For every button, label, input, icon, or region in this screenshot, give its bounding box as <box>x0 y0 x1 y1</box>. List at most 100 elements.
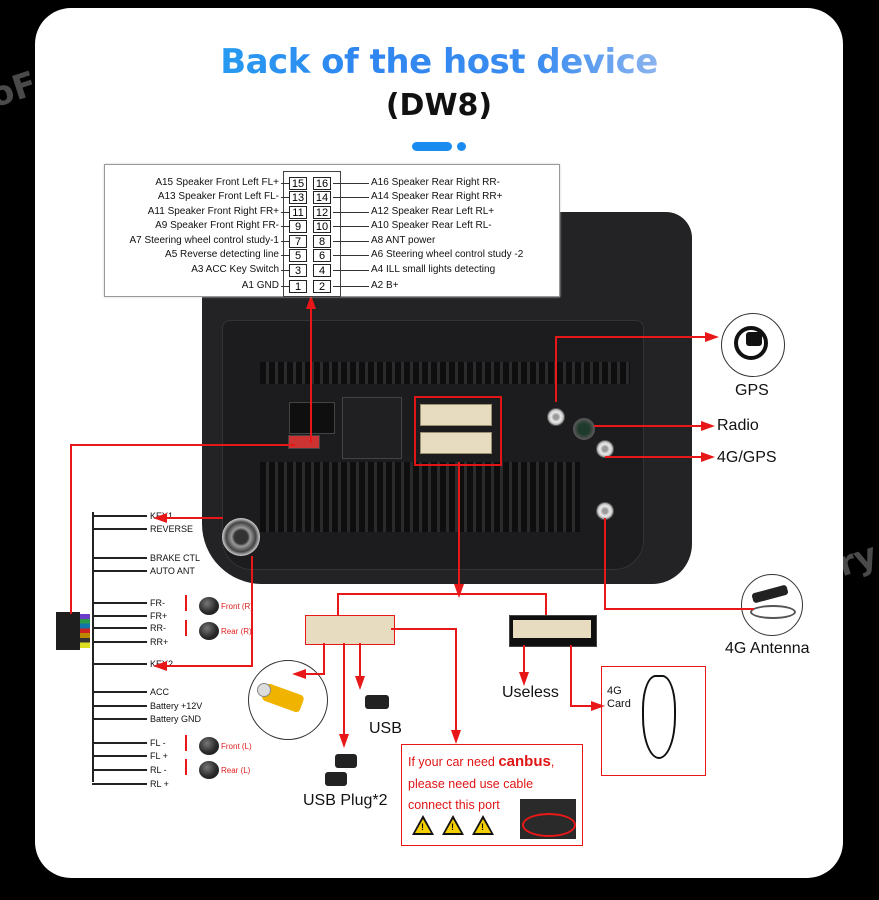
rca-camera-image <box>248 660 328 740</box>
pin-number: 8 <box>313 235 331 248</box>
diagram-card: Back of the host device (DW8) A15 Speake… <box>35 8 843 878</box>
canbus-port-photo <box>520 799 576 839</box>
camera-line-h <box>303 673 325 675</box>
harness-wire-line <box>92 769 147 771</box>
usb-plug-line <box>343 643 345 738</box>
canbus-line1-suffix: , <box>550 755 555 769</box>
warning-icon: ! <box>412 815 434 835</box>
main-connector-upper <box>420 404 492 426</box>
harness-wire-line <box>92 742 147 744</box>
4g-antenna-line-h <box>604 608 754 610</box>
arrow-right-icon <box>705 332 719 342</box>
4g-card-line-v <box>570 645 572 707</box>
harness-wire-label: RR- <box>150 623 166 633</box>
title-underline-pill <box>412 142 452 151</box>
arrow-down-icon <box>339 734 349 748</box>
pinout-label-left: A15 Speaker Front Left FL+ <box>155 177 279 188</box>
arrow-down-icon <box>519 672 529 686</box>
blank-plate <box>342 397 402 459</box>
harness-wire-line <box>92 515 147 517</box>
gps-port <box>547 408 565 426</box>
harness-line-h <box>70 444 295 446</box>
harness-wire-label: FL + <box>150 751 168 761</box>
harness-wire-line <box>92 627 147 629</box>
pinout-label-left: A11 Speaker Front Right FR+ <box>147 206 279 217</box>
harness-wires <box>80 614 90 648</box>
4g-antenna-line-v <box>604 518 606 609</box>
useless-label: Useless <box>502 684 559 701</box>
gps-label: GPS <box>735 382 769 399</box>
warning-icon: ! <box>472 815 494 835</box>
speaker-label: Rear (L) <box>221 766 251 775</box>
pin-number: 11 <box>289 206 307 219</box>
arrow-down-icon <box>355 676 365 690</box>
pinout-label-right: A14 Speaker Rear Right RR+ <box>371 191 503 202</box>
canbus-line2: please need use cable <box>408 777 534 791</box>
pinout-leader-line <box>333 197 369 198</box>
camera-line-v <box>323 643 325 673</box>
iso-to-pinout-line <box>310 298 312 443</box>
pin-number: 15 <box>289 177 307 190</box>
arrow-left-icon <box>292 669 306 679</box>
4g-card-label-line1: 4G <box>607 685 622 697</box>
speaker-icon <box>199 761 219 779</box>
usb-line <box>359 643 361 681</box>
model-subtitle: (DW8) <box>385 88 493 123</box>
harness-wire-line <box>92 691 147 693</box>
pin-number: 16 <box>313 177 331 190</box>
pin-number: 6 <box>313 249 331 262</box>
radio-port <box>573 418 595 440</box>
harness-wire-label: REVERSE <box>150 524 194 534</box>
pinout-leader-line <box>333 241 369 242</box>
pinout-connector-frame <box>283 171 341 297</box>
arrow-left-icon <box>153 513 167 523</box>
usb-plug-label: USB Plug*2 <box>303 792 388 809</box>
pinout-label-left: A3 ACC Key Switch <box>191 264 279 275</box>
pinout-label-left: A1 GND <box>241 280 279 291</box>
pinout-leader-line <box>281 226 289 227</box>
pinout-label-right: A10 Speaker Rear Left RL- <box>371 220 492 231</box>
harness-wire-label: Battery +12V <box>150 701 203 711</box>
pin-number: 12 <box>313 206 331 219</box>
main-connector-line <box>458 462 460 592</box>
warning-icon: ! <box>442 815 464 835</box>
key2-line-v <box>251 556 253 666</box>
speaker-bracket <box>185 735 187 751</box>
4g-card-label-line2: Card <box>607 698 631 710</box>
speaker-label: Front (R) <box>221 602 253 611</box>
4g-gps-line <box>605 456 703 458</box>
harness-wire-line <box>92 602 147 604</box>
top-vent <box>260 362 630 384</box>
key1-line <box>163 517 223 519</box>
pin-number: 9 <box>289 220 307 233</box>
split-left <box>337 593 339 615</box>
arrow-right-icon <box>701 452 715 462</box>
4g-card-connector <box>509 615 597 647</box>
pinout-leader-line <box>281 183 289 184</box>
harness-wire-line <box>92 718 147 720</box>
harness-wire-line <box>92 528 147 530</box>
iso-connector-socket <box>289 402 335 434</box>
pinout-label-left: A9 Speaker Front Right FR- <box>155 220 279 231</box>
4g-card-box: 4G Card <box>601 666 706 776</box>
pin-number: 7 <box>289 235 307 248</box>
fuse-connector <box>288 435 320 449</box>
4g-antenna-image <box>741 574 803 636</box>
harness-wire-label: FR- <box>150 598 165 608</box>
radio-line <box>594 425 704 427</box>
speaker-bracket <box>185 595 187 611</box>
pinout-leader-line <box>333 270 369 271</box>
speaker-bracket <box>185 759 187 775</box>
speaker-icon <box>199 622 219 640</box>
steering-wheel-image <box>222 518 260 556</box>
useless-line <box>523 645 525 677</box>
usb-plug-icon <box>335 754 357 768</box>
gps-antenna-image <box>721 313 785 377</box>
split-right <box>545 593 547 615</box>
canbus-line1: If your car need canbus, <box>408 753 554 770</box>
harness-wire-line <box>92 663 147 665</box>
4g-card-line-h <box>570 705 598 707</box>
av-usb-connector <box>305 615 395 645</box>
harness-wire-label: BRAKE CTL <box>150 553 201 563</box>
usb-plug-icon <box>325 772 347 786</box>
